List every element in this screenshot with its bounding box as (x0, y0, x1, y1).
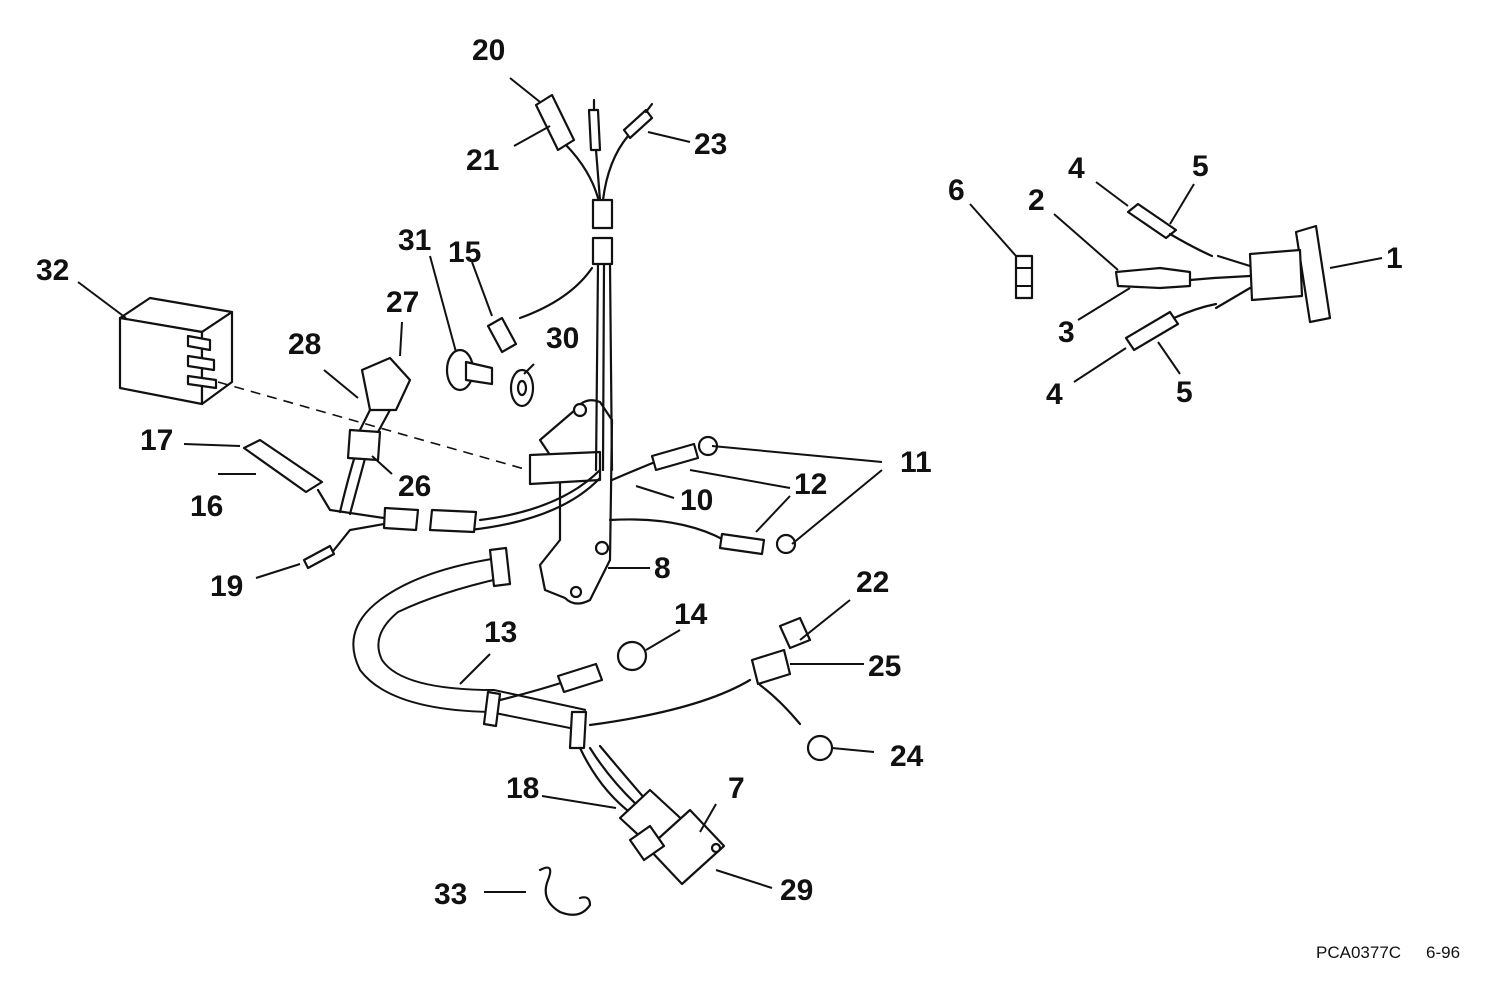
drawing-date: 6-96 (1426, 943, 1460, 962)
callout-label-16: 16 (190, 490, 223, 523)
leader-lines (77, 77, 1383, 893)
callout-label-8: 8 (654, 552, 671, 585)
bolt-and-washer-30-31 (445, 348, 535, 408)
callout-label-4: 4 (1046, 378, 1063, 411)
lower-branches (498, 616, 834, 762)
harness-trunk (486, 262, 614, 472)
callout-label-12: 12 (794, 468, 827, 501)
callout-label-31: 31 (398, 224, 431, 257)
callout-label-32: 32 (36, 254, 69, 287)
callout-label-18: 18 (506, 772, 539, 805)
drawing-reference-code: PCA0377C (1316, 943, 1401, 962)
callout-label-13: 13 (484, 616, 517, 649)
top-connectors (534, 93, 654, 266)
callout-label-26: 26 (398, 470, 431, 503)
callout-label-2: 2 (1028, 184, 1045, 217)
right-switch-assembly (1014, 202, 1332, 352)
callout-label-24: 24 (890, 740, 924, 773)
callout-label-33: 33 (434, 878, 467, 911)
callout-label-20: 20 (472, 34, 505, 67)
relay-alignment-dashed-line (217, 381, 529, 471)
callout-label-11: 11 (900, 446, 932, 479)
callout-label-27: 27 (386, 286, 419, 319)
callout-labels: 1 2 3 4 4 5 5 6 7 8 10 11 12 13 14 15 16… (36, 34, 1403, 911)
callout-label-1: 1 (1386, 242, 1403, 275)
clip-part-33 (538, 866, 592, 916)
bracket-part-8 (528, 399, 614, 605)
callout-label-28: 28 (288, 328, 321, 361)
callout-label-22: 22 (856, 566, 889, 599)
callout-label-3: 3 (1058, 316, 1075, 349)
callout-label-14: 14 (674, 598, 708, 631)
callout-label-5: 5 (1176, 376, 1193, 409)
callout-label-6: 6 (948, 174, 965, 207)
callout-label-30: 30 (546, 322, 579, 355)
right-branches (608, 435, 797, 556)
callout-label-5: 5 (1192, 150, 1209, 183)
callout-label-17: 17 (140, 424, 173, 457)
plug-connector-7-29 (578, 744, 726, 886)
callout-label-10: 10 (680, 484, 713, 517)
callout-label-7: 7 (728, 772, 745, 805)
callout-label-29: 29 (780, 874, 813, 907)
callout-label-19: 19 (210, 570, 243, 603)
callout-label-4: 4 (1068, 152, 1085, 185)
callout-label-15: 15 (448, 236, 481, 269)
callout-label-21: 21 (466, 144, 499, 177)
cable-loop-13 (352, 546, 588, 750)
callout-label-23: 23 (694, 128, 727, 161)
relay-part-32 (118, 296, 234, 406)
left-branches (242, 356, 602, 570)
callout-label-25: 25 (868, 650, 901, 683)
